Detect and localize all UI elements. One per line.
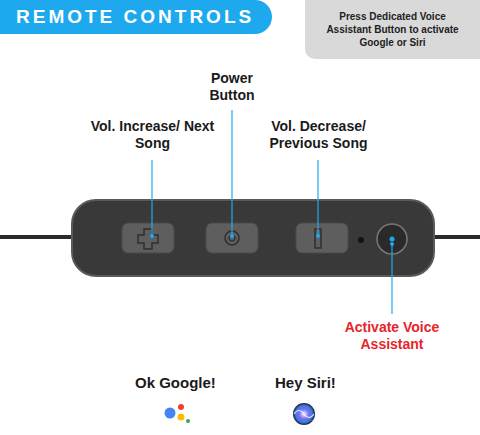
leader-line — [231, 110, 232, 236]
remote-body — [72, 200, 434, 276]
minus-button — [296, 223, 348, 253]
plus-button — [122, 223, 174, 253]
title-text: REMOTE CONTROLS — [16, 6, 254, 28]
leader-line — [317, 160, 318, 236]
button-label: Vol. Decrease/ Previous Song — [256, 118, 381, 152]
cable — [0, 235, 80, 239]
power-symbol — [229, 235, 235, 241]
siri-icon — [293, 403, 315, 425]
leader-dot — [150, 234, 154, 238]
button-label: Power Button — [192, 70, 272, 104]
siri-wave — [294, 411, 314, 418]
leader-dot — [390, 242, 394, 246]
note-text: Press Dedicated Voice Assistant Button t… — [317, 10, 468, 49]
button-label: Activate Voice Assistant — [327, 319, 457, 353]
title-tab — [0, 0, 272, 34]
button-label: Vol. Increase/ Next Song — [90, 118, 215, 152]
google-assistant-icon — [165, 404, 191, 423]
leader-line — [391, 244, 392, 314]
voice-command: Ok Google! — [135, 374, 216, 391]
plus-symbol — [138, 229, 158, 249]
voice-button-dot — [390, 237, 395, 242]
mic-hole — [358, 237, 364, 243]
leader-line — [151, 160, 152, 236]
note-box: Press Dedicated Voice Assistant Button t… — [305, 0, 480, 59]
voice-command: Hey Siri! — [275, 374, 336, 391]
leader-dot — [316, 234, 320, 238]
leader-dot — [230, 234, 234, 238]
